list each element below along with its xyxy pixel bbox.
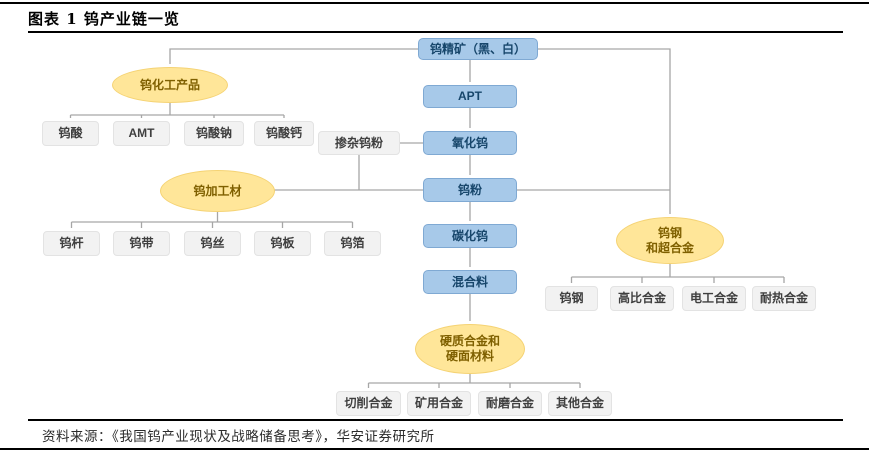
node-apt: APT bbox=[423, 85, 517, 108]
node-high-density-alloy: 高比合金 bbox=[610, 286, 674, 311]
node-calcium-tungstate: 钨酸钙 bbox=[254, 121, 314, 146]
node-amt: AMT bbox=[113, 121, 170, 146]
node-mining-alloy: 矿用合金 bbox=[407, 391, 471, 416]
node-mixed-material: 混合料 bbox=[423, 270, 517, 294]
node-tungstic-acid: 钨酸 bbox=[42, 121, 99, 146]
node-electrical-alloy: 电工合金 bbox=[682, 286, 746, 311]
top-rule bbox=[0, 2, 869, 4]
source-note: 资料来源：《我国钨产业现状及战略储备思考》，华安证券研究所 bbox=[42, 429, 435, 445]
connector-hard-children bbox=[367, 374, 581, 388]
title-underline bbox=[28, 31, 843, 33]
node-tungsten-strip: 钨带 bbox=[113, 231, 170, 256]
node-sodium-tungstate: 钨酸钠 bbox=[184, 121, 244, 146]
figure-title: 图表 1 钨产业链一览 bbox=[28, 10, 180, 28]
ellipse-tungsten-processed-materials: 钨加工材 bbox=[160, 170, 275, 212]
node-tungsten-concentrate: 钨精矿（黑、白） bbox=[418, 38, 538, 60]
node-other-alloy: 其他合金 bbox=[548, 391, 612, 416]
node-tungsten-plate: 钨板 bbox=[254, 231, 311, 256]
node-tungsten-carbide: 碳化钨 bbox=[423, 224, 517, 248]
node-tungsten-steel: 钨钢 bbox=[545, 286, 598, 311]
node-wear-resistant-alloy: 耐磨合金 bbox=[478, 391, 542, 416]
ellipse-cemented-carbide-materials: 硬质合金和 硬面材料 bbox=[415, 324, 525, 374]
ellipse-tungsten-chemical-products: 钨化工产品 bbox=[112, 67, 228, 103]
node-tungsten-rod: 钨杆 bbox=[43, 231, 100, 256]
node-tungsten-foil: 钨箔 bbox=[324, 231, 381, 256]
connector-chem-children bbox=[69, 103, 285, 118]
node-tungsten-powder: 钨粉 bbox=[423, 178, 517, 202]
ellipse-tungsten-steel-superalloy: 钨钢 和超合金 bbox=[616, 217, 724, 264]
node-tungsten-wire: 钨丝 bbox=[184, 231, 241, 256]
connector-ore-to-chem bbox=[169, 48, 418, 64]
connector-ore-to-steel bbox=[517, 48, 671, 214]
connector-processed-children bbox=[70, 212, 354, 228]
node-heat-resistant-alloy: 耐热合金 bbox=[752, 286, 816, 311]
node-cutting-alloy: 切削合金 bbox=[336, 391, 401, 416]
connector-steel-children bbox=[570, 264, 785, 283]
node-tungsten-oxide: 氧化钨 bbox=[423, 131, 517, 155]
footer-rule bbox=[28, 419, 843, 421]
node-doped-tungsten-powder: 掺杂钨粉 bbox=[318, 131, 400, 155]
bottom-rule bbox=[0, 448, 869, 450]
